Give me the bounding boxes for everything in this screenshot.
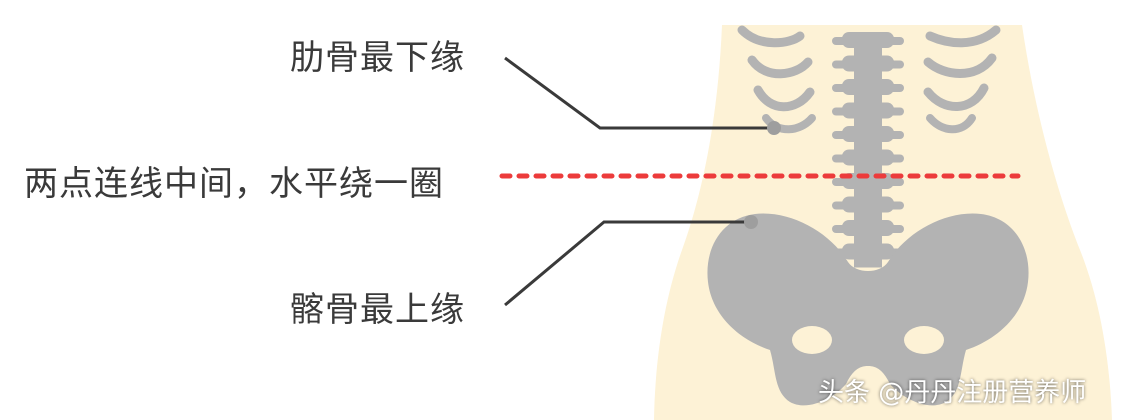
iliac-upper-edge-label: 髂骨最上缘 bbox=[290, 290, 465, 330]
vertebra bbox=[832, 220, 904, 244]
vertebra bbox=[832, 196, 904, 221]
vertebra bbox=[832, 79, 904, 103]
vertebra bbox=[832, 243, 904, 268]
watermark: 头条 @丹丹注册营养师 bbox=[818, 378, 1087, 408]
vertebra bbox=[832, 102, 904, 127]
vertebra bbox=[832, 126, 904, 150]
iliac-marker-dot bbox=[744, 215, 758, 229]
iliac-leader-line bbox=[504, 220, 750, 307]
spine bbox=[832, 32, 904, 268]
rib-lower-edge-label: 肋骨最下缘 bbox=[290, 38, 465, 78]
obturator-left bbox=[792, 326, 832, 354]
pelvis bbox=[707, 213, 1029, 406]
left-rib-cage bbox=[737, 25, 816, 134]
midpoint-instruction-label: 两点连线中间，水平绕一圈 bbox=[24, 164, 444, 204]
rib-marker-dot bbox=[767, 121, 781, 135]
right-rib-cage bbox=[923, 25, 1001, 134]
vertebra bbox=[832, 55, 904, 80]
rib-leader-line bbox=[504, 56, 772, 130]
vertebra bbox=[832, 149, 904, 174]
obturator-right bbox=[904, 326, 944, 354]
vertebra bbox=[832, 32, 904, 56]
